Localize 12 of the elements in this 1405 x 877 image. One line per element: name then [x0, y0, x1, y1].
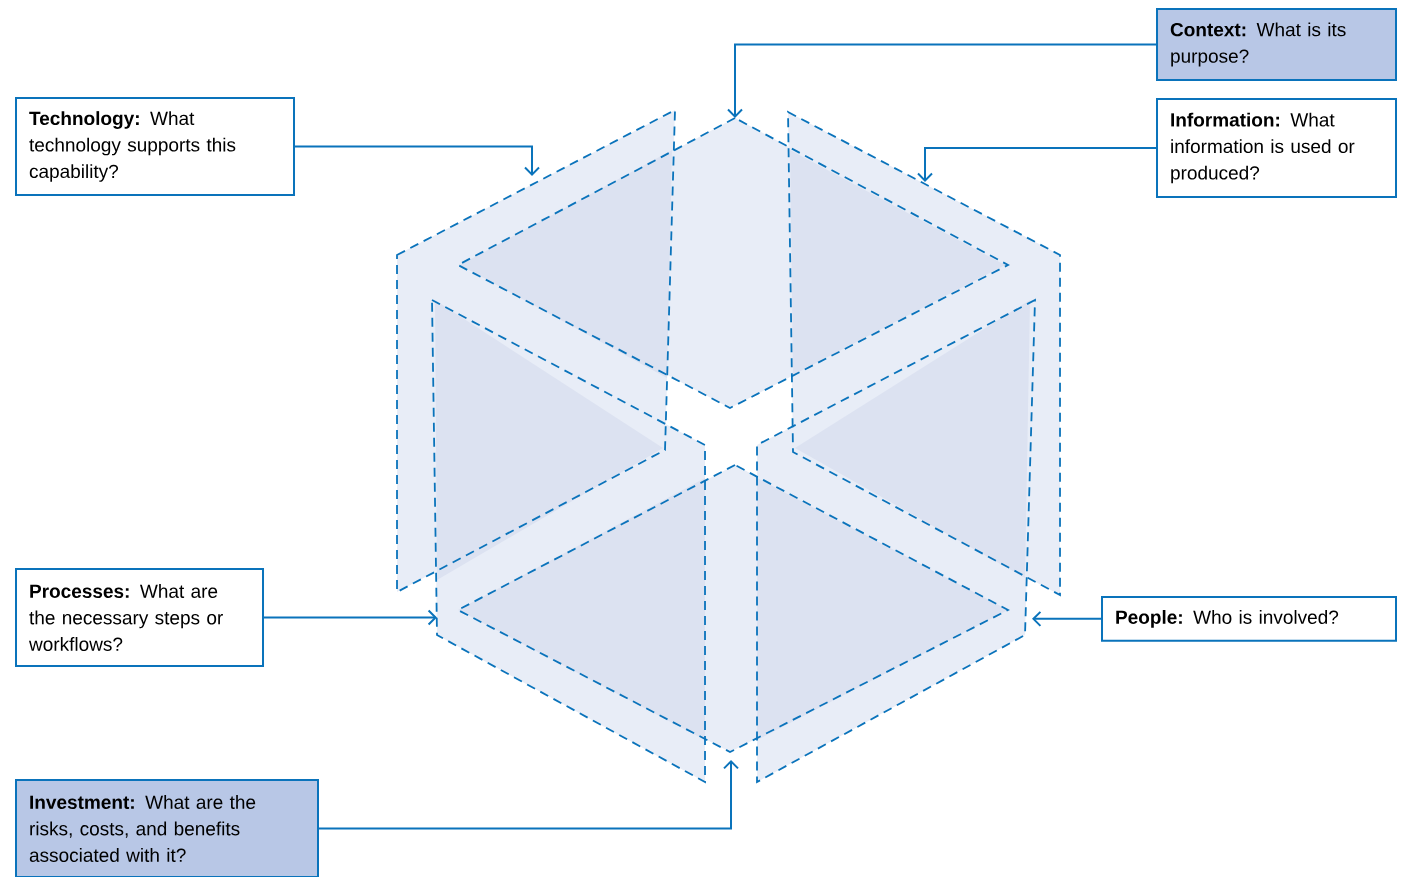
leader-arrow: [727, 43, 1157, 118]
leader-arrow: [917, 147, 1157, 182]
leader-arrow: [1032, 610, 1102, 627]
question-box: Technology: What technology supports this capability?: [15, 97, 295, 196]
question-box: Processes: What are the necessary steps or workflows?: [15, 568, 264, 667]
leader-arrow: [263, 609, 437, 626]
question-box: Context: What is its purpose?: [1156, 8, 1397, 81]
leader-arrow: [294, 145, 540, 176]
question-box: Investment: What are the risks, costs, and benefits associated with it?: [15, 779, 319, 877]
question-box: People: Who is involved?: [1101, 596, 1397, 642]
leader-arrow: [318, 760, 739, 830]
question-box: Information: What information is used or produced?: [1156, 98, 1397, 198]
